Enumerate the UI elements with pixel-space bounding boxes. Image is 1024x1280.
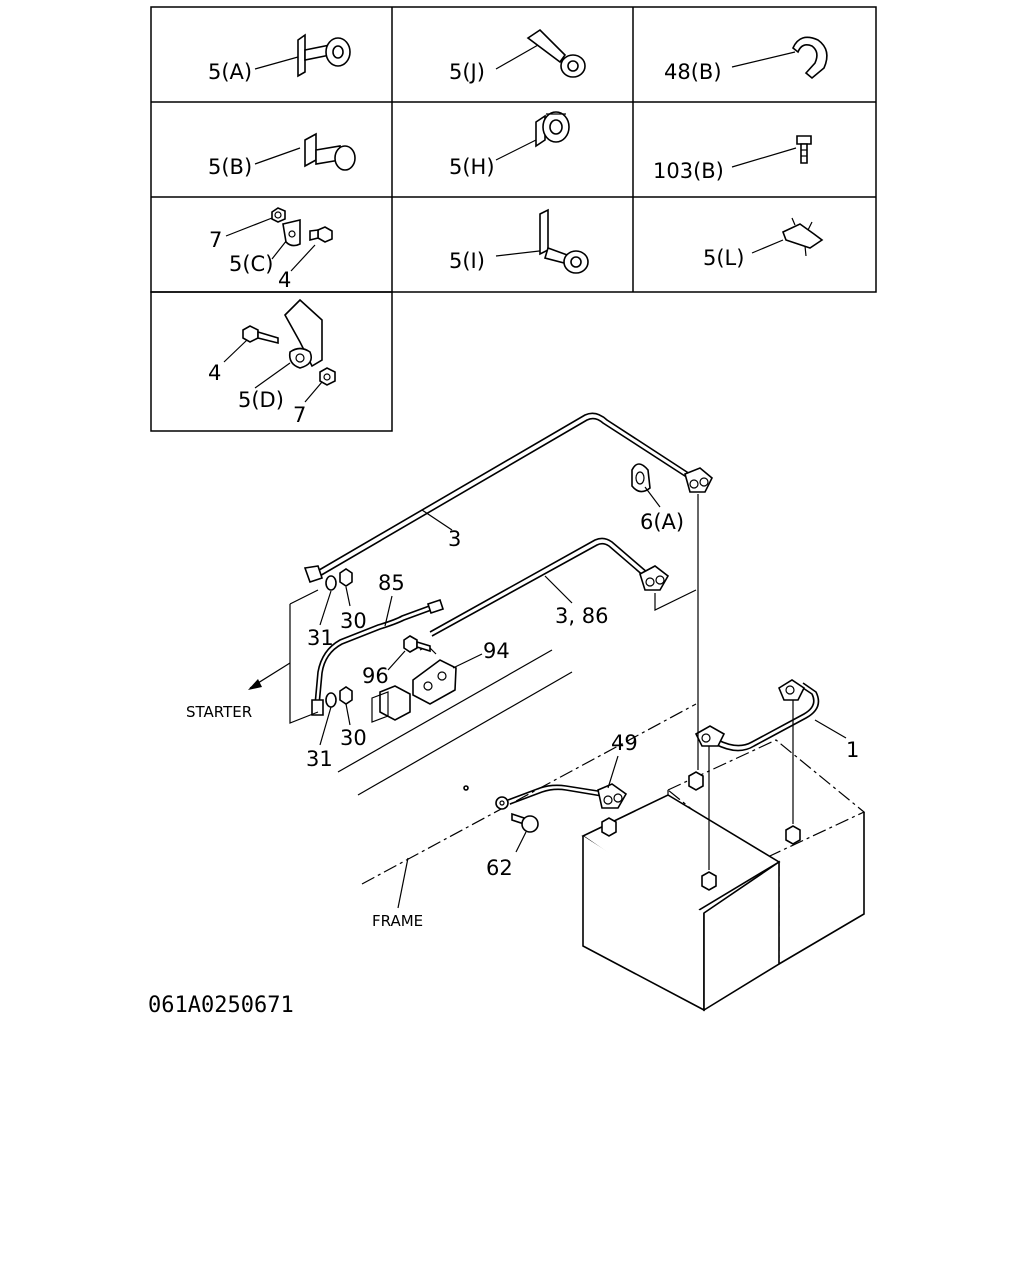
clip-5l-icon (781, 217, 824, 257)
main-assembly: 3 6(A) 3, 86 85 (186, 412, 866, 1012)
part-label-7: 7 (209, 228, 222, 252)
clamp-5c-icon (282, 218, 301, 247)
frame-lines (337, 649, 697, 885)
bracket-5d-icon (284, 298, 323, 369)
terminal-49 (597, 783, 628, 809)
bolt-4-icon (309, 226, 333, 243)
callout-94: 94 (483, 639, 510, 663)
clamp-6a-icon (631, 463, 651, 493)
band-clamp-48b-icon (792, 36, 828, 80)
table-cell-48b: 48(B) (664, 36, 828, 84)
nut-7-icon (271, 207, 286, 223)
part-label-5h: 5(H) (449, 155, 495, 179)
clamp-5j-icon (526, 28, 586, 78)
part-label-7b: 7 (293, 403, 306, 427)
callout-85: 85 (378, 571, 405, 595)
callout-6a: 6(A) (640, 510, 684, 534)
bolt-62-icon (511, 812, 539, 833)
parts-table-grid (150, 6, 877, 432)
starter-arrow-icon (248, 662, 291, 690)
cable-3-86 (429, 537, 649, 637)
table-cell-5d: 4 5(D) 7 (208, 298, 336, 427)
figure-code: 061A0250671 (148, 993, 294, 1018)
part-label-5l: 5(L) (703, 246, 744, 270)
part-label-5c: 5(C) (229, 252, 273, 276)
callout-31-top: 31 (307, 626, 334, 650)
callout-96: 96 (362, 664, 389, 688)
bracket-31-30 (289, 568, 353, 724)
clamp-5h-icon (535, 111, 570, 148)
callout-62: 62 (486, 856, 513, 880)
starter-label: STARTER (186, 703, 252, 721)
part-label-4b: 4 (208, 361, 221, 385)
cable-85 (311, 598, 445, 716)
terminal-3-86 (639, 565, 670, 591)
table-cell-5j: 5(J) (449, 28, 586, 84)
callout-31-bottom: 31 (306, 747, 333, 771)
table-cell-5a: 5(A) (208, 33, 351, 84)
terminal-3-top (684, 467, 713, 493)
callout-3-86: 3, 86 (555, 604, 608, 628)
part-label-5i: 5(I) (449, 249, 485, 273)
table-cell-5i: 5(I) (449, 208, 589, 274)
clamp-5i-icon (539, 208, 589, 274)
table-cell-5c: 7 5(C) 4 (209, 207, 333, 292)
table-cell-5l: 5(L) (703, 217, 824, 270)
part-label-5j: 5(J) (449, 60, 485, 84)
bolt-4b-icon (242, 325, 279, 345)
cable-3 (303, 412, 691, 584)
bolt-103b-icon (796, 135, 812, 164)
nut-7b-icon (319, 367, 336, 386)
table-cell-5h: 5(H) (449, 111, 570, 179)
part-label-5a: 5(A) (208, 60, 252, 84)
part-label-103b: 103(B) (653, 159, 724, 183)
part-label-48b: 48(B) (664, 60, 722, 84)
clamp-5b-icon (304, 132, 356, 171)
guide-lines (697, 494, 794, 870)
callout-3: 3 (448, 527, 461, 551)
callout-30-top: 30 (340, 609, 367, 633)
table-cell-5b: 5(B) (208, 132, 356, 179)
part-label-4: 4 (278, 268, 291, 292)
part-label-5b: 5(B) (208, 155, 252, 179)
clamp-5a-icon (297, 33, 351, 78)
callout-49: 49 (611, 731, 638, 755)
frame-label: FRAME (372, 912, 423, 930)
switch-94 (371, 645, 457, 723)
cable-1 (694, 679, 820, 752)
bolt-96-icon (403, 635, 431, 653)
table-cell-103b: 103(B) (653, 135, 812, 183)
callout-30-bottom: 30 (340, 726, 367, 750)
cable-49 (463, 784, 605, 810)
battery-front (581, 794, 781, 1012)
part-label-5d: 5(D) (238, 388, 284, 412)
callout-1: 1 (846, 738, 859, 762)
